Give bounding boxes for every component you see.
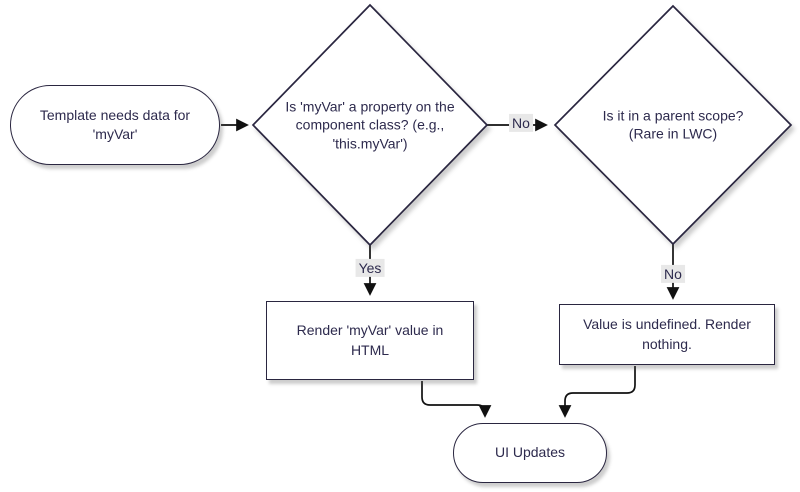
edge-label-no-to-parent-scope: No <box>509 113 533 133</box>
node-render-myvar-value: Render 'myVar' value in HTML <box>266 301 474 380</box>
node-label-check-property: Is 'myVar' a property on the component c… <box>285 98 455 152</box>
edge-label-yes-to-render: Yes <box>355 258 385 278</box>
node-ui-updates: UI Updates <box>453 423 607 483</box>
node-start-template-needs-data: Template needs data for 'myVar' <box>10 85 220 165</box>
edge-render-nothing-to-ui-updates <box>558 366 636 418</box>
node-value-undefined-render-nothing: Value is undefined. Render nothing. <box>559 304 775 365</box>
node-label-check-parent-scope: Is it in a parent scope? (Rare in LWC) <box>602 107 744 142</box>
decision-diamond-check-parent-scope <box>553 4 793 246</box>
decision-diamond-check-property <box>251 3 489 247</box>
edge-render-value-to-ui-updates <box>421 381 492 418</box>
edge-label-no-to-render-nothing: No <box>661 264 685 284</box>
